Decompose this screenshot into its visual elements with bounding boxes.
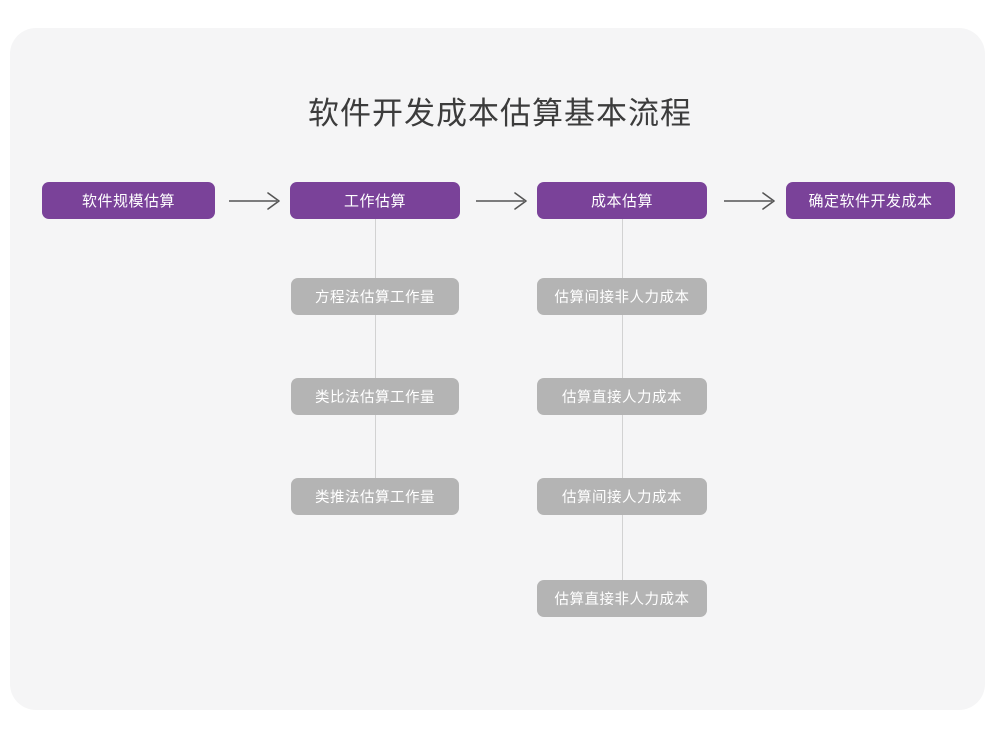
arrow-right-icon <box>227 186 287 216</box>
branch-node-indirect-nonlabor-cost[interactable]: 估算间接非人力成本 <box>537 278 707 315</box>
branch-node-direct-labor-cost[interactable]: 估算直接人力成本 <box>537 378 707 415</box>
flow-node-cost-estimation[interactable]: 成本估算 <box>537 182 707 219</box>
branch-node-inference-method-effort[interactable]: 类推法估算工作量 <box>291 478 459 515</box>
flow-node-software-scale-estimation[interactable]: 软件规模估算 <box>42 182 215 219</box>
page-title: 软件开发成本估算基本流程 <box>308 96 692 131</box>
arrow-right-icon <box>474 186 534 216</box>
connector-line-work-estimation <box>375 219 376 479</box>
flow-node-determine-development-cost[interactable]: 确定软件开发成本 <box>786 182 955 219</box>
diagram-card <box>10 28 985 710</box>
branch-node-direct-nonlabor-cost[interactable]: 估算直接非人力成本 <box>537 580 707 617</box>
branch-node-indirect-labor-cost[interactable]: 估算间接人力成本 <box>537 478 707 515</box>
arrow-right-icon <box>722 186 782 216</box>
branch-node-analogy-method-effort[interactable]: 类比法估算工作量 <box>291 378 459 415</box>
branch-node-equation-method-effort[interactable]: 方程法估算工作量 <box>291 278 459 315</box>
flow-node-work-estimation[interactable]: 工作估算 <box>290 182 460 219</box>
